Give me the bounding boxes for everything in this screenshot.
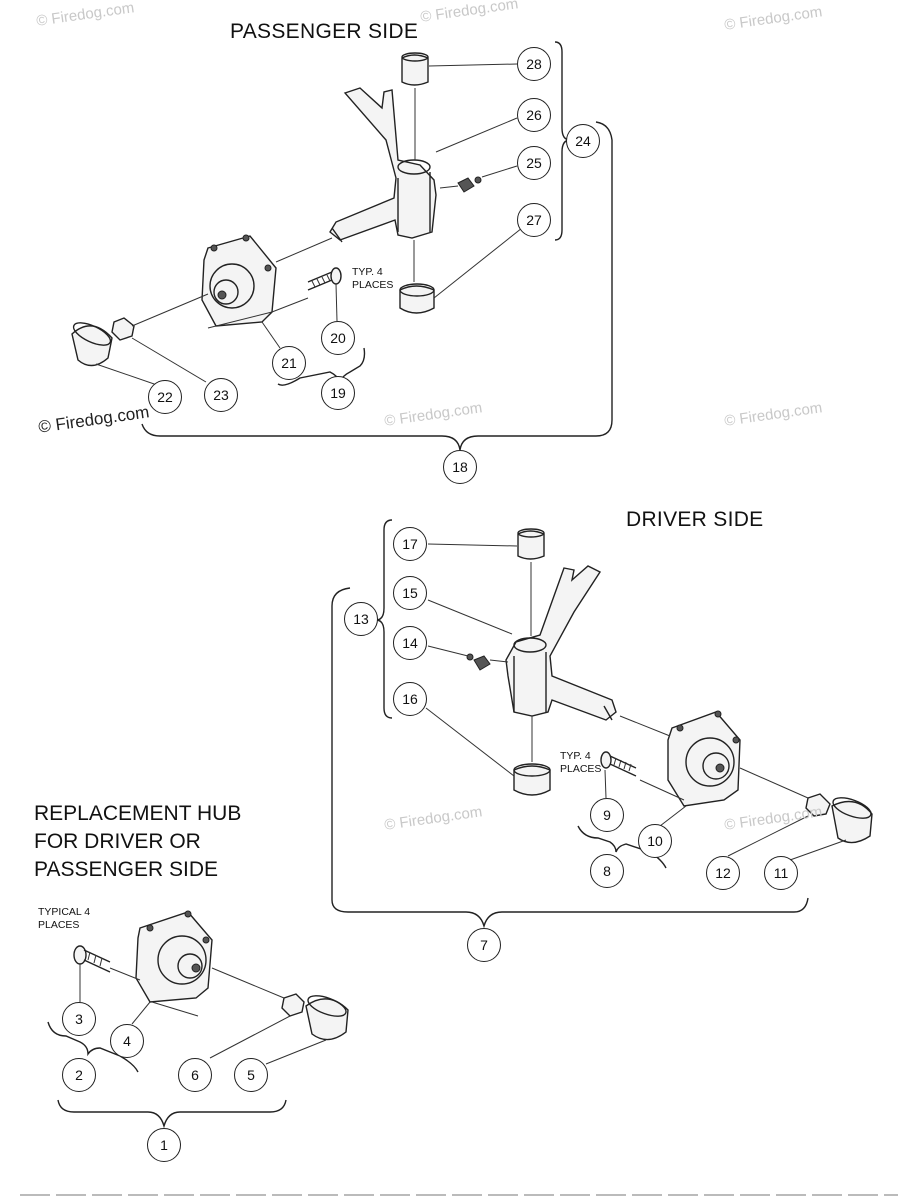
typ-4-places-note-driver: TYP. 4 PLACES [560, 750, 601, 776]
driver-hub [667, 710, 741, 807]
callout-12: 12 [706, 856, 740, 890]
typ-4-places-note-passenger: TYP. 4 PLACES [352, 266, 393, 292]
callout-11: 11 [764, 856, 798, 890]
page-bottom-rule [20, 1194, 898, 1196]
callout-18: 18 [443, 450, 477, 484]
passenger-bolt [307, 271, 333, 291]
passenger-side-heading: PASSENGER SIDE [230, 20, 419, 43]
callout-26: 26 [517, 98, 551, 132]
callout-23: 23 [204, 378, 238, 412]
typical-4-places-note: TYPICAL 4 PLACES [38, 906, 90, 932]
replacement-hub-assembly [47, 910, 349, 1129]
driver-side-heading: DRIVER SIDE [626, 508, 764, 531]
note-line: TYPICAL 4 [38, 906, 91, 918]
driver-bolt [609, 755, 637, 777]
note-line: PLACES [560, 763, 602, 775]
driver-spindle [505, 565, 617, 721]
replacement-hub-heading-line: REPLACEMENT HUB [34, 802, 242, 825]
callout-27: 27 [517, 203, 551, 237]
note-line: PLACES [352, 279, 394, 291]
callout-13: 13 [344, 602, 378, 636]
driver-side-assembly [331, 519, 873, 929]
passenger-nut [111, 317, 135, 341]
hub-bolt [73, 945, 87, 965]
callout-5: 5 [234, 1058, 268, 1092]
note-line: PLACES [38, 919, 80, 931]
replacement-hub-heading: REPLACEMENT HUB FOR DRIVER OR PASSENGER … [34, 800, 241, 884]
callout-24: 24 [566, 124, 600, 158]
passenger-hub [201, 234, 277, 327]
callout-19: 19 [321, 376, 355, 410]
callout-1: 1 [147, 1128, 181, 1162]
callout-9: 9 [590, 798, 624, 832]
callout-7: 7 [467, 928, 501, 962]
callout-15: 15 [393, 576, 427, 610]
callout-2: 2 [62, 1058, 96, 1092]
callout-4: 4 [110, 1024, 144, 1058]
driver-nut [805, 793, 831, 817]
callout-22: 22 [148, 380, 182, 414]
passenger-spindle [329, 87, 437, 241]
replacement-hub-heading-line: PASSENGER SIDE [34, 858, 218, 881]
passenger-side-assembly [71, 41, 613, 451]
callout-3: 3 [62, 1002, 96, 1036]
callout-28: 28 [517, 47, 551, 81]
replacement-hub-nut [281, 993, 305, 1017]
callout-16: 16 [393, 682, 427, 716]
callout-20: 20 [321, 321, 355, 355]
callout-21: 21 [272, 346, 306, 380]
callout-14: 14 [393, 626, 427, 660]
callout-25: 25 [517, 146, 551, 180]
driver-lower-bushing [513, 765, 551, 796]
driver-dust-cap [831, 800, 873, 844]
passenger-lower-bushing [399, 285, 435, 314]
driver-upper-bushing [517, 530, 545, 560]
callout-8: 8 [590, 854, 624, 888]
passenger-upper-bushing [401, 54, 429, 86]
callout-6: 6 [178, 1058, 212, 1092]
note-line: TYP. 4 [352, 266, 383, 278]
passenger-dust-cap [71, 325, 113, 367]
callout-17: 17 [393, 527, 427, 561]
note-line: TYP. 4 [560, 750, 591, 762]
passenger-grease-fitting [457, 177, 475, 193]
callout-10: 10 [638, 824, 672, 858]
driver-grease-fitting [473, 655, 491, 671]
replacement-hub-heading-line: FOR DRIVER OR [34, 830, 201, 853]
